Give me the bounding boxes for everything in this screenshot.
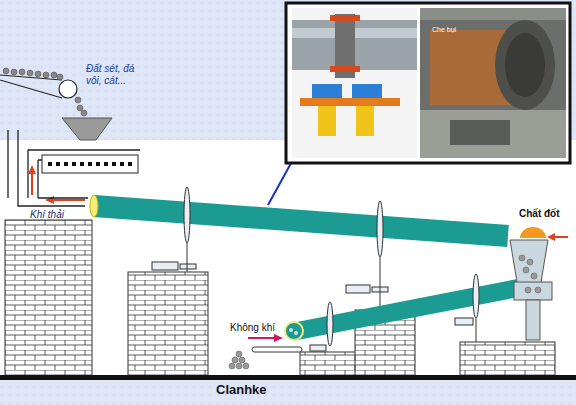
exhaust-label: Khí thải bbox=[30, 209, 90, 221]
material-label: Đất sét, đá vôi, cát... bbox=[86, 63, 138, 86]
air-label: Không khí bbox=[230, 322, 290, 334]
fuel-label: Chất đốt bbox=[519, 208, 573, 220]
photo-label: Che bụi bbox=[432, 26, 472, 34]
clinker-label: Clanhke bbox=[216, 383, 296, 398]
